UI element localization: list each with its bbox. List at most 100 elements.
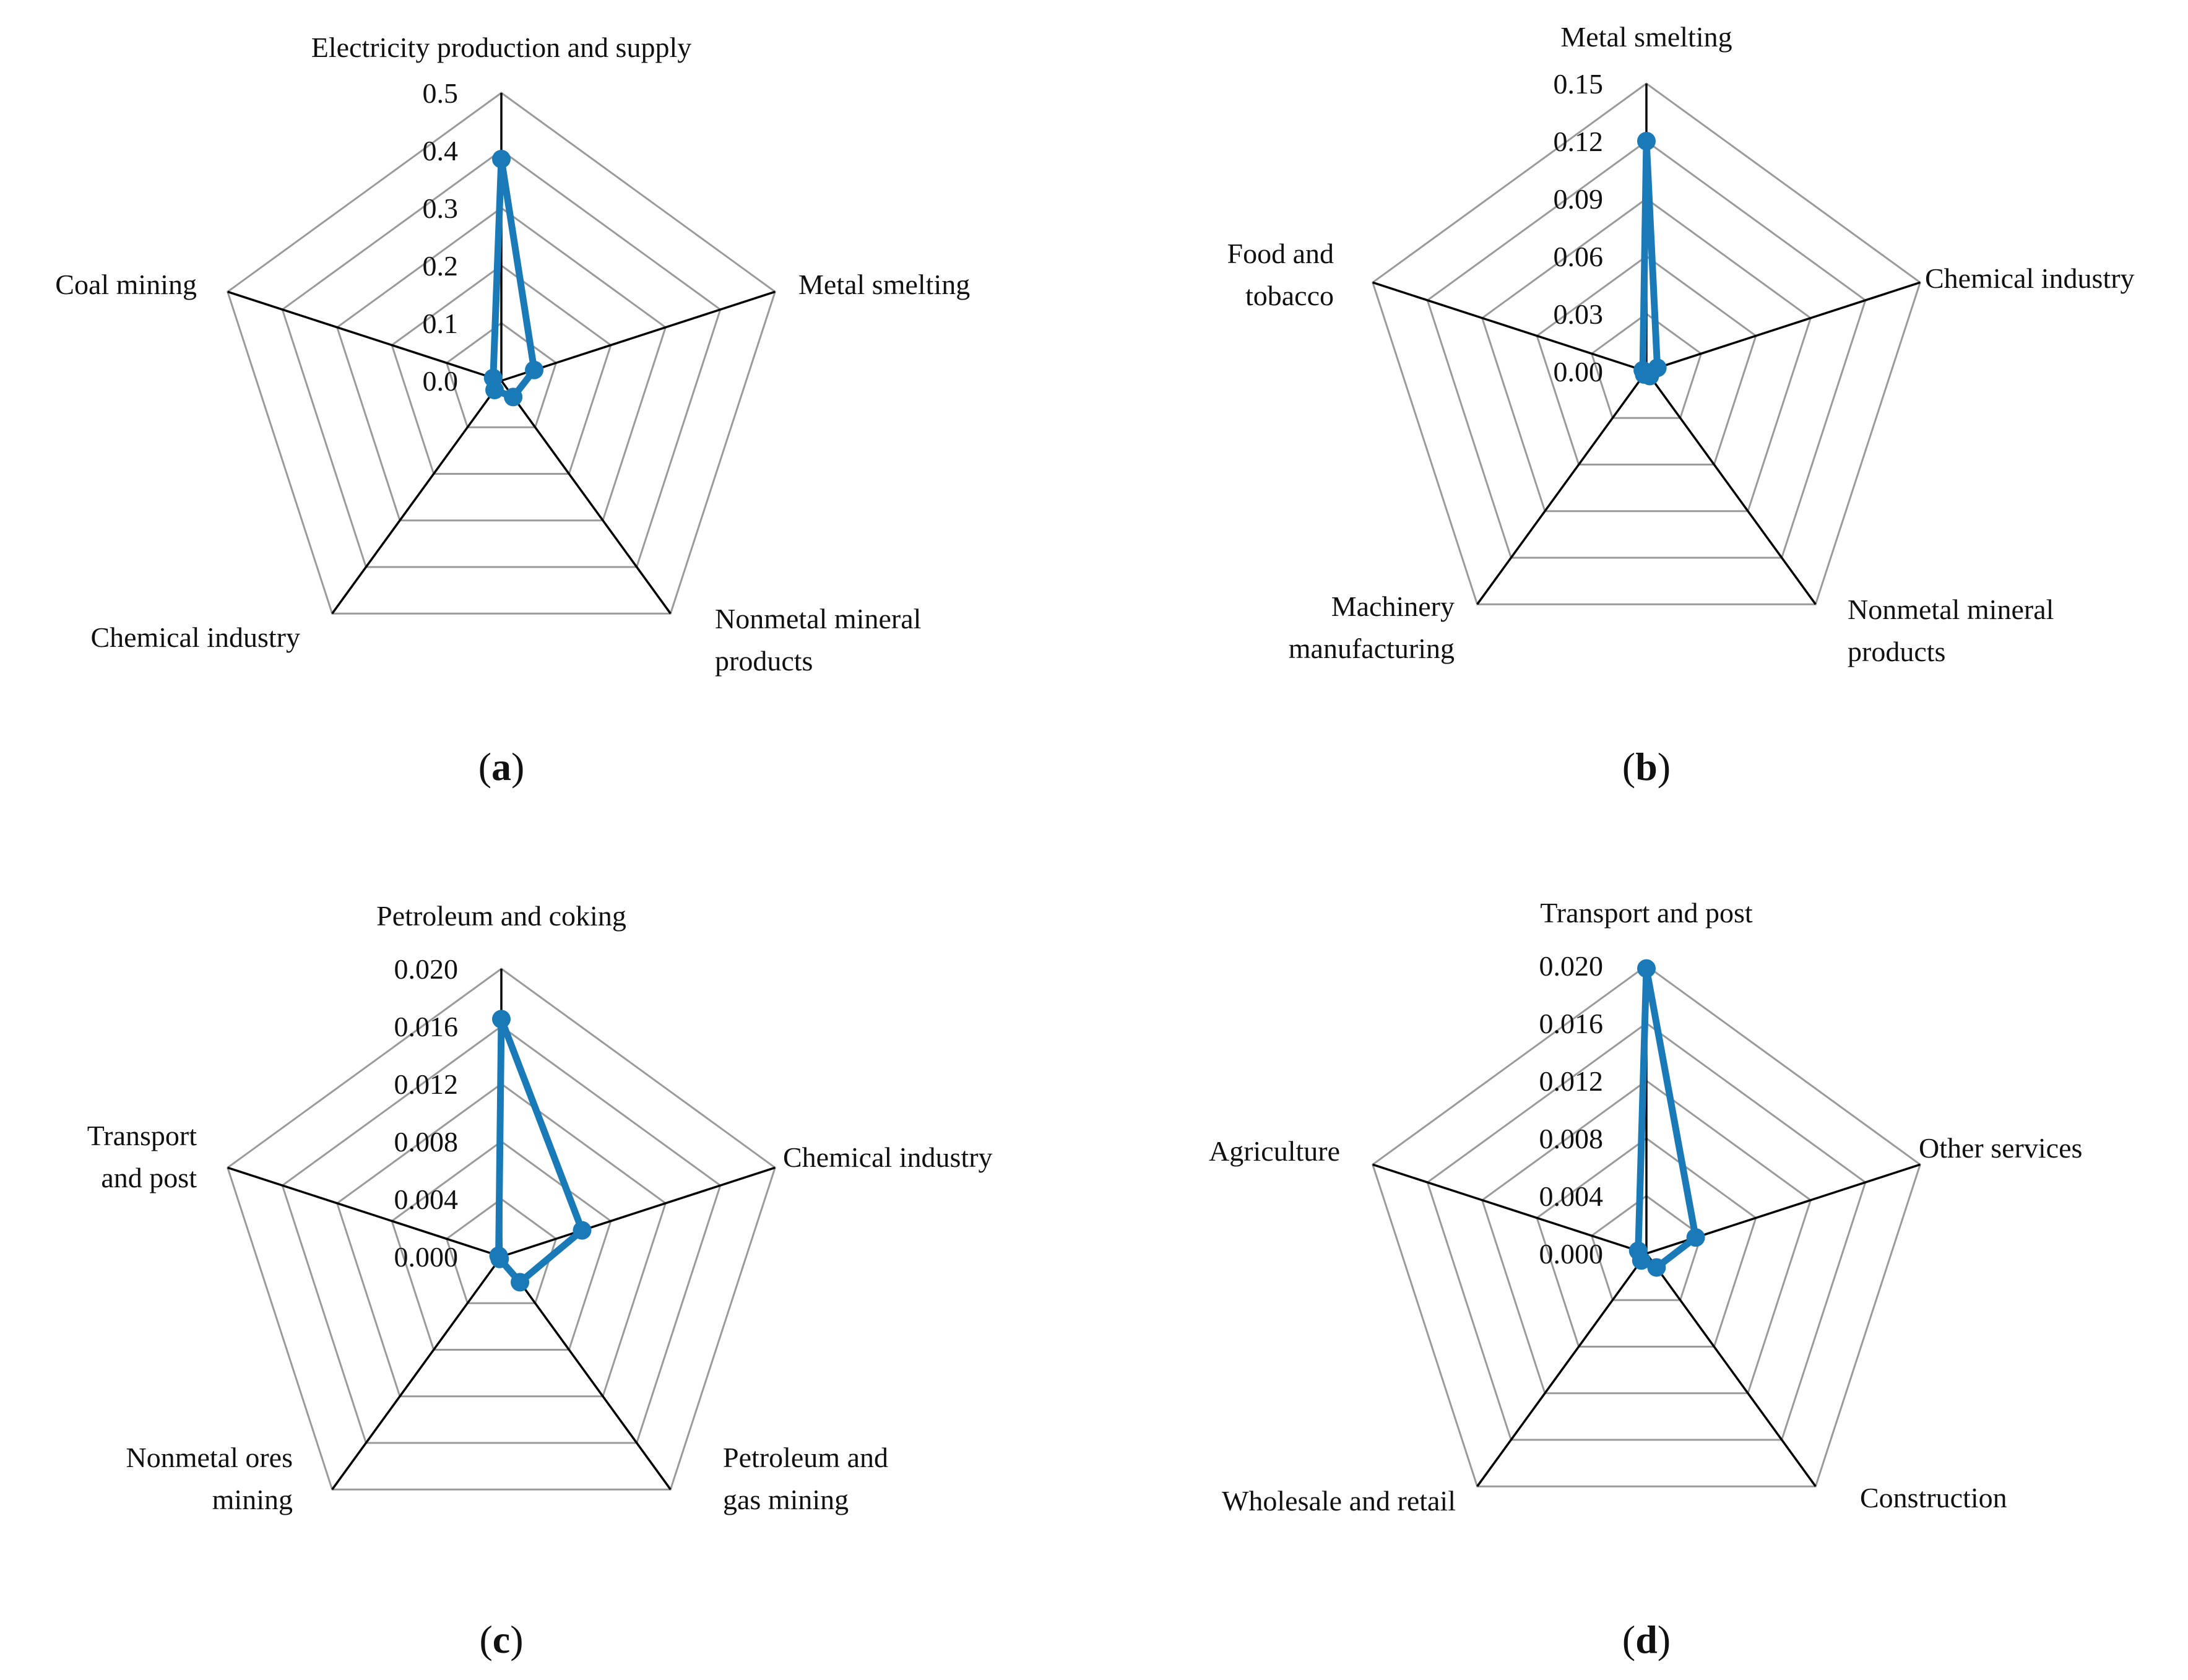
category-label: Petroleum and coking — [376, 900, 626, 932]
radar-panel-d: 0.000 0.004 0.008 0.012 0.016 0.020 Transport … — [1209, 897, 2082, 1661]
grid-ring — [391, 1140, 612, 1351]
grid-ring — [281, 149, 722, 568]
tick-label: 0.004 — [394, 1184, 459, 1215]
data-point-5 — [483, 368, 503, 388]
grid-ring — [335, 1083, 667, 1398]
grid-ring — [1426, 1022, 1867, 1441]
tick-label: 0.020 — [394, 953, 459, 985]
axis-spoke — [500, 379, 672, 615]
panel-label: (d) — [1622, 1617, 1671, 1661]
axis-spoke — [500, 1255, 672, 1491]
tick-label: 0.000 — [1539, 1238, 1604, 1270]
tick-label: 0.00 — [1554, 356, 1604, 388]
category-label: Construction — [1860, 1482, 2007, 1513]
panel-label: (a) — [478, 745, 525, 789]
tick-label: 0.2 — [423, 250, 459, 282]
category-label: Transport and post — [1540, 897, 1753, 929]
data-point-5 — [1628, 1241, 1648, 1260]
series-line — [1639, 137, 1661, 380]
category-label: Metal smelting — [1560, 21, 1732, 53]
grid-ring — [335, 207, 667, 522]
grid-ring — [445, 1198, 558, 1304]
grid-ring — [1590, 313, 1703, 419]
category-label: Chemical industry — [1925, 262, 2135, 294]
tick-label: 0.06 — [1554, 241, 1604, 272]
axis-spoke — [1476, 370, 1648, 605]
panel-label: (c) — [479, 1617, 523, 1661]
tick-label: 0.12 — [1554, 126, 1604, 157]
axis-spoke — [1476, 1252, 1648, 1487]
data-point-1 — [1637, 959, 1656, 978]
axis-spoke — [1372, 281, 1647, 373]
data-point-1 — [1637, 132, 1656, 150]
axis-spoke — [227, 290, 502, 382]
category-label: Chemical industry — [90, 621, 300, 653]
tick-label: 0.1 — [423, 308, 459, 339]
tick-label: 0.020 — [1539, 950, 1604, 982]
tick-label: 0.012 — [394, 1068, 459, 1100]
tick-label: 0.03 — [1554, 298, 1604, 330]
axis-spoke — [1645, 1252, 1817, 1487]
data-point-5 — [1633, 361, 1653, 380]
grid-ring — [1371, 964, 1922, 1487]
radar-panel-c: 0.0000.0040.0080.0120.0160.020Petroleum … — [87, 900, 993, 1661]
radar-panel-a: 0.0 0.1 0.2 0.3 0.4 0.5 Electricity production… — [55, 32, 970, 789]
tick-label: 0.016 — [1539, 1008, 1604, 1039]
grid-ring — [281, 1025, 722, 1444]
grid-ring — [226, 92, 777, 615]
category-label: Chemical industry — [783, 1141, 993, 1173]
data-point-3 — [511, 1273, 530, 1292]
category-label: Coal mining — [55, 269, 197, 300]
axis-spoke — [1372, 1163, 1647, 1255]
tick-label: 0.008 — [394, 1126, 459, 1158]
series-line — [495, 1015, 586, 1286]
data-point-3 — [504, 388, 523, 407]
axis-spoke — [331, 1255, 503, 1491]
radar-panel-b: 0.00 0.03 0.06 0.09 0.12 0.15 Metal smeltingCh… — [1227, 21, 2135, 789]
data-point-1 — [492, 149, 511, 168]
data-point-2 — [525, 360, 544, 379]
axis-spoke — [331, 379, 503, 615]
grid-ring — [1481, 1080, 1812, 1395]
data-point-2 — [1686, 1228, 1705, 1247]
category-label: Electricity production and supply — [311, 32, 691, 63]
axis-spoke — [501, 1166, 776, 1258]
axis-spoke — [227, 1166, 502, 1258]
tick-label: 0.004 — [1539, 1180, 1604, 1212]
tick-label: 0.5 — [423, 77, 459, 109]
data-point-5 — [489, 1246, 508, 1265]
tick-label: 0.0 — [423, 365, 459, 397]
grid-ring — [1481, 197, 1812, 513]
tick-label: 0.012 — [1539, 1065, 1604, 1097]
panel-label: (b) — [1622, 745, 1671, 789]
tick-label: 0.000 — [394, 1241, 459, 1273]
tick-label: 0.09 — [1554, 183, 1604, 215]
data-point-3 — [1647, 1258, 1666, 1277]
tick-label: 0.016 — [394, 1011, 459, 1042]
series-line — [490, 155, 538, 401]
grid-ring — [226, 968, 777, 1491]
grid-ring — [1371, 82, 1922, 605]
axis-spoke — [1645, 370, 1817, 605]
tick-label: 0.15 — [1554, 68, 1604, 100]
grid-ring — [445, 322, 558, 428]
tick-label: 0.008 — [1539, 1123, 1604, 1154]
data-point-1 — [492, 1010, 511, 1029]
category-label: Agriculture — [1209, 1135, 1340, 1167]
tick-label: 0.3 — [423, 193, 459, 224]
axis-spoke — [501, 290, 776, 382]
axis-spoke — [1646, 281, 1921, 373]
category-label: Wholesale and retail — [1222, 1485, 1456, 1517]
grid-ring — [1426, 140, 1867, 559]
tick-label: 0.4 — [423, 135, 459, 167]
grid-ring — [1536, 1137, 1757, 1348]
category-label: Metal smelting — [798, 269, 970, 300]
